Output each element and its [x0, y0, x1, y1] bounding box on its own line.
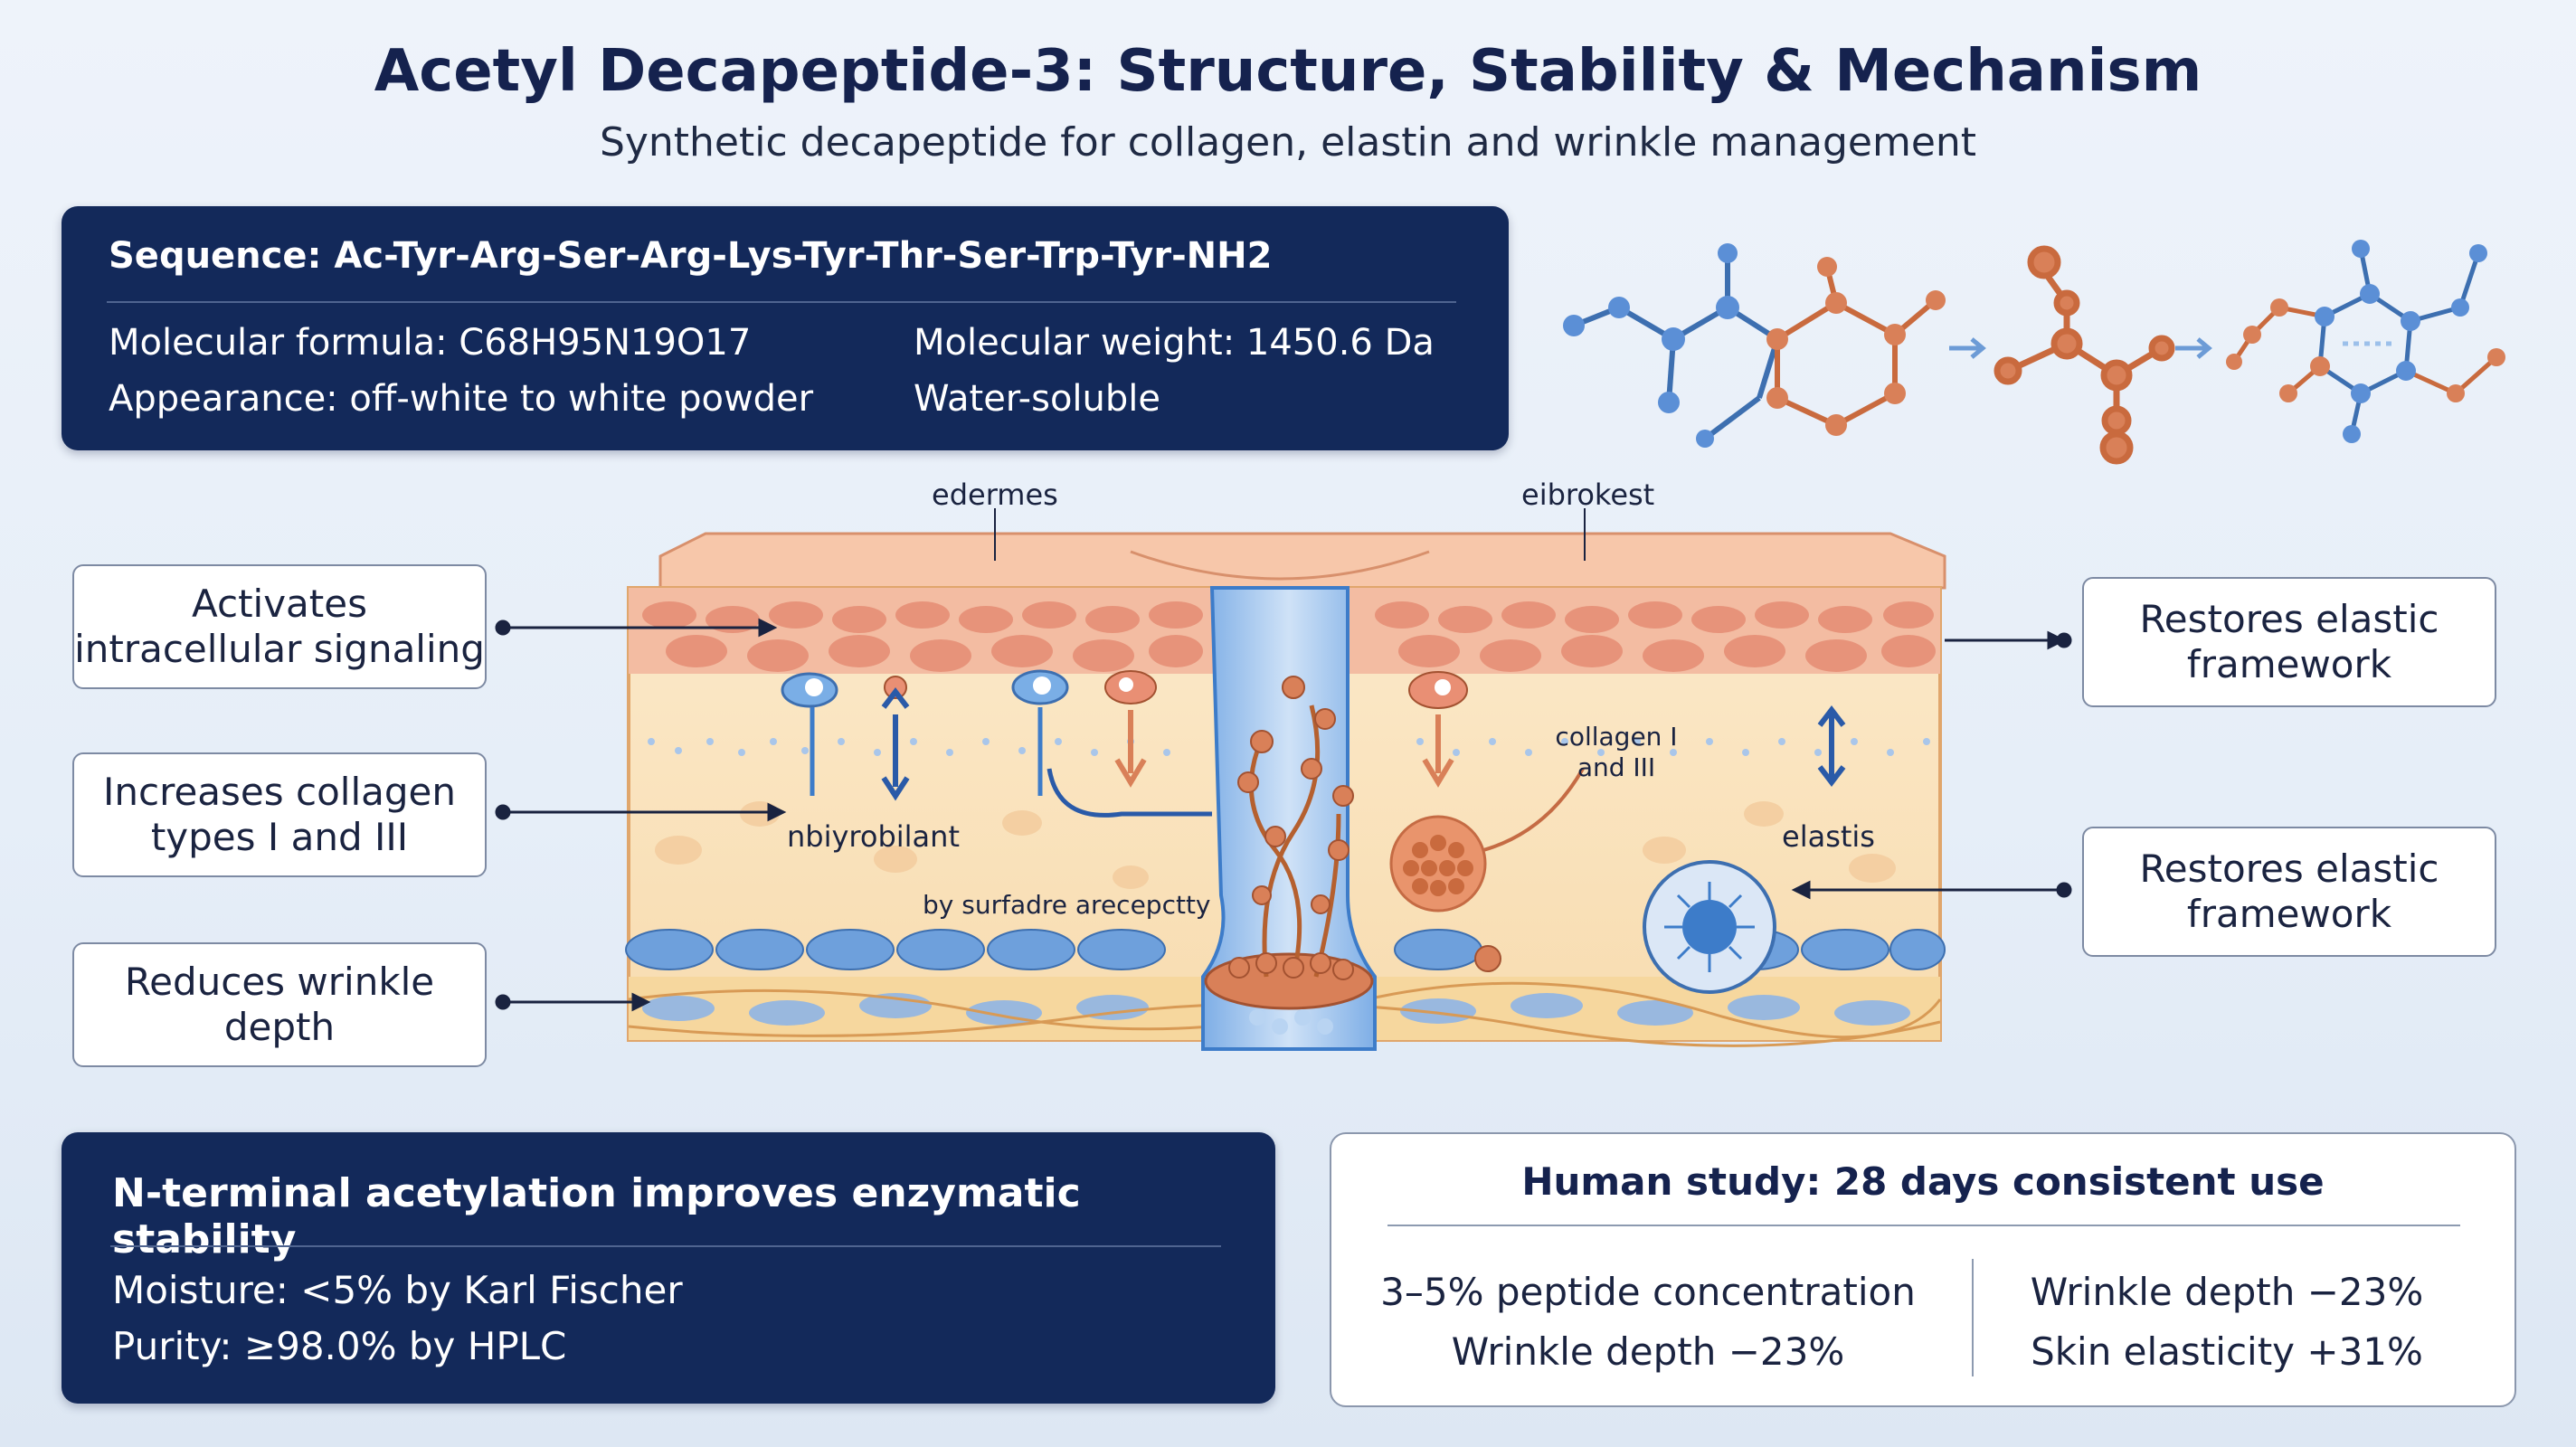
receptor-cells-right	[1389, 671, 1846, 994]
stability-panel: N-terminal acetylation improves enzymati…	[62, 1132, 1275, 1404]
moisture-text: Moisture: <5% by Karl Fischer	[112, 1268, 683, 1312]
properties-panel: Sequence: Ac-Tyr-Arg-Ser-Arg-Lys-Tyr-Thr…	[62, 206, 1509, 450]
molecule-illustrations	[1563, 240, 2505, 465]
appearance-text: Appearance: off-white to white powder	[109, 378, 814, 420]
label-eibrokest: eibrokest	[1521, 478, 1655, 512]
skin-cross-section	[625, 508, 1946, 1051]
callout-elastic-2: Restores elastic framework	[2082, 827, 2496, 957]
study-wrinkle-right: Wrinkle depth −23%	[2030, 1270, 2424, 1314]
receptor-cells-left	[781, 669, 1212, 818]
weight-text: Molecular weight: 1450.6 Da	[914, 322, 1435, 364]
callout-signaling: Activates intracellular signaling	[72, 564, 487, 689]
divider	[1387, 1225, 2460, 1226]
sequence-text: Sequence: Ac-Tyr-Arg-Ser-Arg-Lys-Tyr-Thr…	[109, 235, 1273, 277]
page-title: Acetyl Decapeptide-3: Structure, Stabili…	[374, 38, 2202, 105]
callout-elastic-1: Restores elastic framework	[2082, 577, 2496, 707]
study-heading: Human study: 28 days consistent use	[1521, 1159, 2325, 1204]
study-wrinkle-left: Wrinkle depth −23%	[1451, 1329, 1845, 1374]
page-subtitle: Synthetic decapeptide for collagen, elas…	[599, 119, 1977, 166]
callout-wrinkle: Reduces wrinkle depth	[72, 942, 487, 1067]
label-collagen: collagen I and III	[1555, 722, 1678, 782]
arrow-right-icon	[2175, 337, 2212, 359]
label-fibroblast: nbiyrobilant	[787, 819, 960, 854]
stability-heading: N-terminal acetylation improves enzymati…	[112, 1170, 1081, 1263]
study-elasticity: Skin elasticity +31%	[2031, 1329, 2423, 1374]
label-surface-receptor: by surfadre arecepctty	[923, 890, 1211, 920]
solubility-text: Water-soluble	[914, 378, 1161, 420]
label-edermes: edermes	[932, 478, 1058, 512]
arrow-right-icon	[1949, 337, 1986, 359]
divider	[110, 1245, 1221, 1247]
divider	[107, 301, 1456, 303]
study-concentration: 3–5% peptide concentration	[1380, 1270, 1916, 1314]
callout-collagen: Increases collagen types I and III	[72, 752, 487, 877]
study-panel: Human study: 28 days consistent use 3–5%…	[1330, 1132, 2516, 1407]
formula-text: Molecular formula: C68H95N19O17	[109, 322, 752, 364]
divider-vertical	[1972, 1259, 1974, 1376]
label-elastin: elastis	[1782, 819, 1875, 854]
molecule-2-icon	[1994, 245, 2175, 465]
molecule-1-icon	[1563, 243, 1946, 448]
purity-text: Purity: ≥98.0% by HPLC	[112, 1324, 567, 1368]
molecule-3-icon	[2226, 240, 2505, 443]
